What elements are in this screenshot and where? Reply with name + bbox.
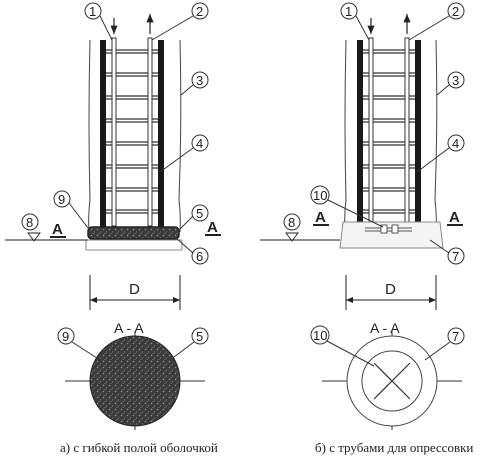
svg-text:8: 8 — [26, 215, 33, 230]
caption-right: б) с трубами для опрессовки — [315, 440, 473, 455]
flexible-bag — [87, 226, 180, 240]
tube-in — [111, 37, 117, 227]
svg-text:9: 9 — [62, 329, 69, 344]
svg-text:2: 2 — [196, 4, 203, 19]
right-elevation: A A 1 2 3 4 10 8 7 D — [260, 2, 465, 310]
base-block — [339, 221, 444, 249]
left-section: A - A 9 5 а) с гибкой полой оболочкой — [57, 320, 218, 455]
dimension-d: D — [345, 275, 437, 310]
svg-text:3: 3 — [196, 73, 203, 88]
svg-text:7: 7 — [452, 329, 459, 344]
rebar-left — [357, 40, 363, 230]
section-mark: A — [207, 219, 218, 236]
svg-text:10: 10 — [313, 188, 327, 203]
svg-text:1: 1 — [345, 4, 352, 19]
svg-text:7: 7 — [452, 249, 459, 264]
section-title: A - A — [370, 320, 400, 336]
svg-text:5: 5 — [196, 206, 203, 221]
right-section: A - A 10 7 б) с трубами для опрессовки — [310, 320, 473, 455]
section-title: A - A — [114, 320, 144, 336]
tube-out — [147, 37, 153, 227]
svg-text:5: 5 — [196, 329, 203, 344]
svg-text:2: 2 — [452, 4, 459, 19]
callouts: 1 2 3 4 10 8 7 — [283, 2, 465, 265]
svg-text:3: 3 — [452, 73, 459, 88]
svg-text:4: 4 — [196, 136, 203, 151]
svg-text:9: 9 — [58, 192, 65, 207]
level-mark-icon — [27, 232, 41, 242]
svg-text:8: 8 — [288, 215, 295, 230]
left-elevation: A A 1 2 3 4 9 8 5 6 D — [5, 2, 221, 310]
svg-text:1: 1 — [89, 4, 96, 19]
svg-text:10: 10 — [313, 328, 327, 343]
svg-text:D: D — [129, 281, 140, 298]
section-mark: A — [449, 209, 460, 226]
bag-section — [89, 335, 181, 427]
rebar-right — [158, 40, 164, 228]
section-mark: A — [52, 221, 63, 238]
rebar-left — [100, 40, 106, 228]
svg-text:6: 6 — [196, 249, 203, 264]
borehole-wall-right — [178, 39, 182, 233]
callouts: 1 2 3 4 9 8 5 6 — [21, 2, 209, 265]
level-mark-icon — [285, 232, 299, 242]
rebar-right — [415, 40, 421, 230]
section-mark: A — [315, 209, 326, 226]
dimension-d: D — [89, 275, 181, 310]
svg-text:D: D — [385, 281, 396, 298]
svg-text:4: 4 — [452, 136, 459, 151]
borehole-wall-left — [88, 39, 91, 233]
caption-left: а) с гибкой полой оболочкой — [60, 440, 218, 455]
